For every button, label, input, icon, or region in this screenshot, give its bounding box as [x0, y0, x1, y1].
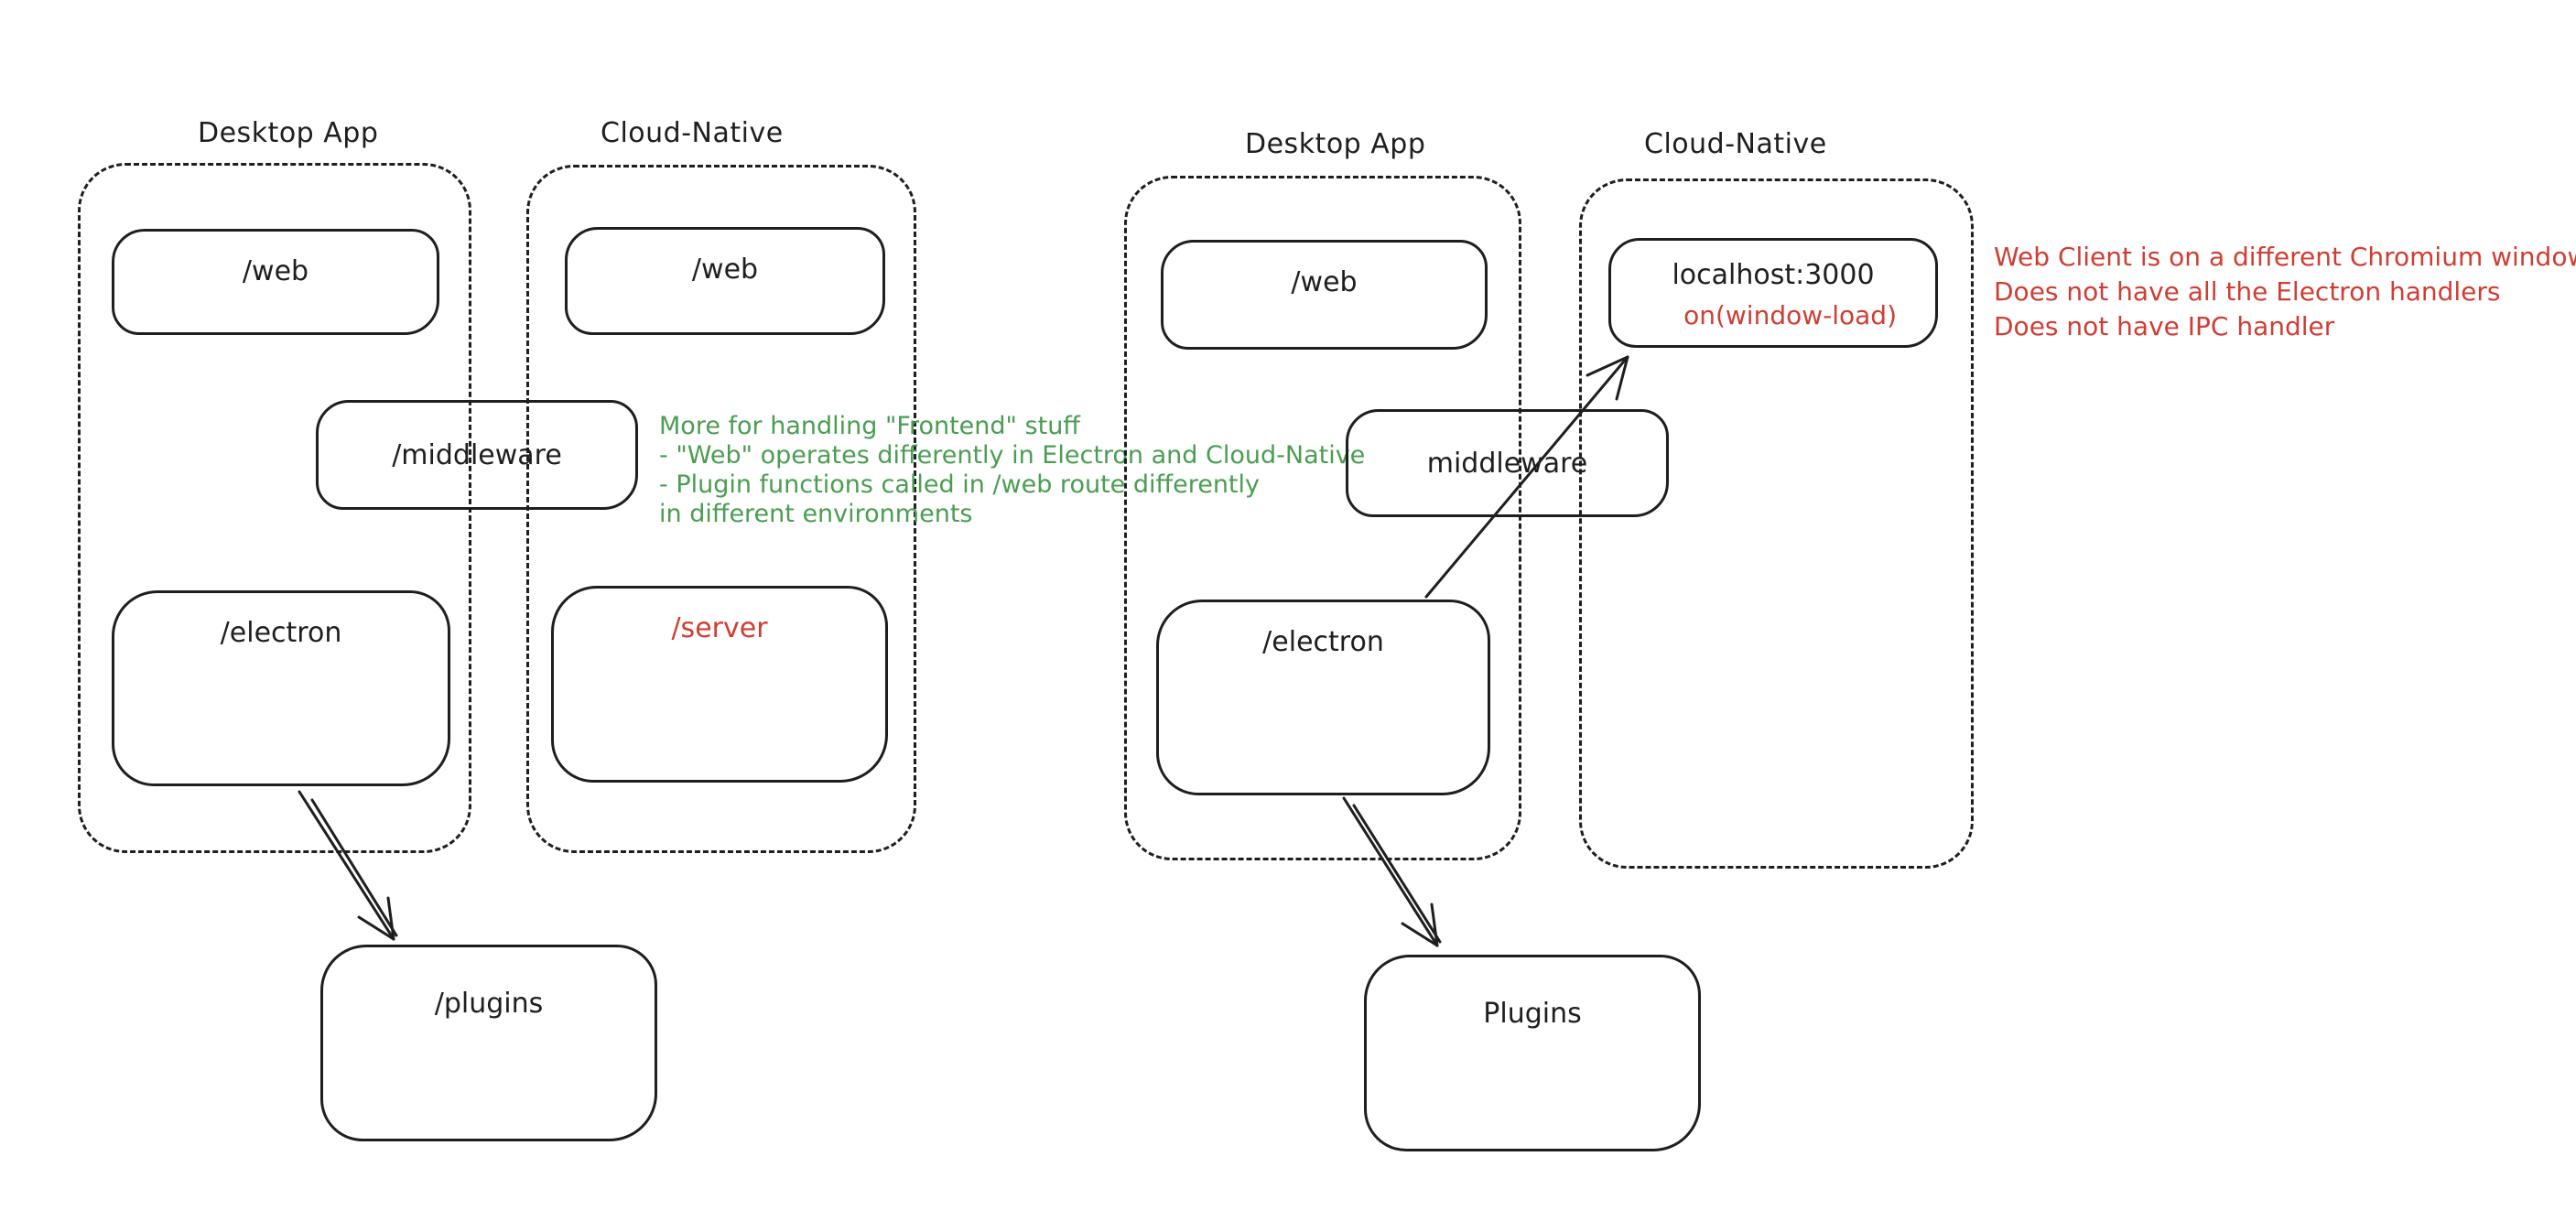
- left-desktop-web-node[interactable]: /web: [112, 229, 439, 335]
- left-plugins-label: /plugins: [434, 988, 544, 1020]
- left-middleware-label: /middleware: [392, 438, 562, 471]
- on-window-load-label: on(window-load): [1683, 300, 1897, 330]
- left-cloud-web-label: /web: [691, 254, 759, 286]
- right-plugins-label: Plugins: [1483, 998, 1582, 1030]
- right-red-annotation: Web Client is on a different Chromium wi…: [1994, 240, 2576, 344]
- left-server-label: /server: [671, 612, 768, 644]
- left-server-node[interactable]: /server: [551, 586, 888, 783]
- left-desktop-web-label: /web: [242, 255, 309, 287]
- red-note-line-2: Does not have all the Electron handlers: [1994, 276, 2501, 307]
- left-green-annotation: More for handling "Frontend" stuff - "We…: [659, 412, 1365, 529]
- right-plugins-node[interactable]: Plugins: [1364, 955, 1701, 1151]
- green-note-line-4: in different environments: [659, 500, 973, 528]
- right-desktop-app-label: Desktop App: [1245, 128, 1426, 160]
- right-electron-label: /electron: [1262, 626, 1384, 658]
- right-cloud-native-label: Cloud-Native: [1644, 128, 1827, 160]
- left-electron-label: /electron: [220, 617, 342, 649]
- left-plugins-node[interactable]: /plugins: [320, 945, 657, 1141]
- green-note-line-2: - "Web" operates differently in Electron…: [659, 441, 1366, 470]
- red-note-line-3: Does not have IPC handler: [1994, 311, 2335, 341]
- right-localhost-node[interactable]: localhost:3000 on(window-load): [1608, 238, 1938, 348]
- right-electron-node[interactable]: /electron: [1156, 600, 1490, 795]
- left-cloud-web-node[interactable]: /web: [565, 227, 885, 335]
- left-electron-node[interactable]: /electron: [112, 590, 450, 786]
- right-middleware-node[interactable]: middleware: [1346, 409, 1669, 517]
- right-desktop-web-label: /web: [1291, 266, 1358, 298]
- green-note-line-1: More for handling "Frontend" stuff: [659, 412, 1080, 440]
- left-cloud-native-label: Cloud-Native: [601, 117, 784, 149]
- localhost-label: localhost:3000: [1672, 259, 1875, 291]
- green-note-line-3: - Plugin functions called in /web route …: [659, 470, 1261, 499]
- left-desktop-app-label: Desktop App: [198, 117, 379, 149]
- left-middleware-node[interactable]: /middleware: [316, 400, 638, 510]
- right-middleware-label: middleware: [1426, 447, 1588, 480]
- red-note-line-1: Web Client is on a different Chromium wi…: [1994, 242, 2576, 272]
- right-desktop-web-node[interactable]: /web: [1161, 240, 1488, 350]
